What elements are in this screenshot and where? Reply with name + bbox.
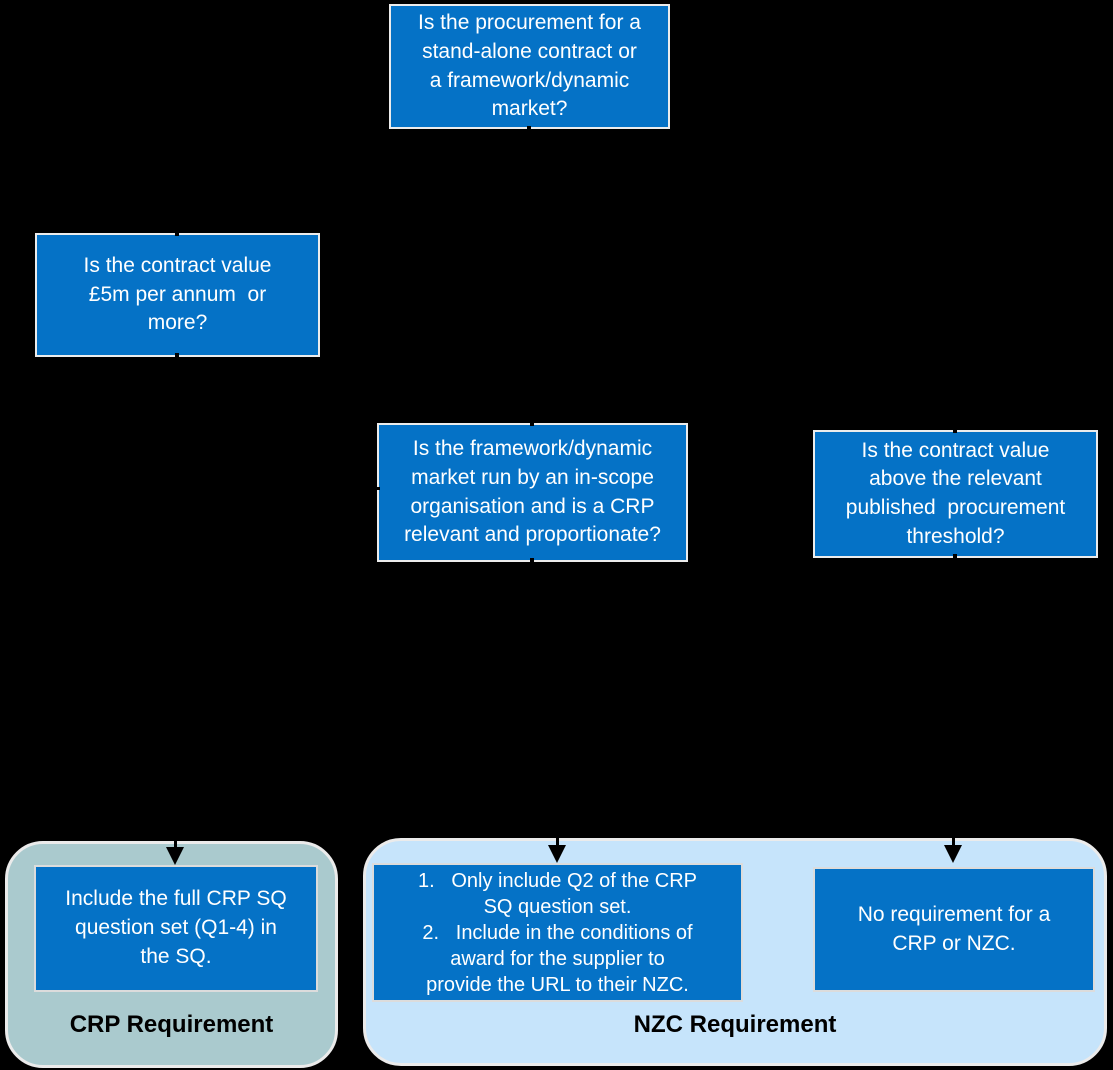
connector-stub <box>175 228 179 236</box>
down-arrow-icon <box>548 845 566 863</box>
node-above-threshold: Is the contract value above the relevant… <box>813 430 1098 558</box>
no-requirement-box: No requirement for a CRP or NZC. <box>813 867 1095 992</box>
connector-stub <box>175 353 179 361</box>
crp-zone-label: CRP Requirement <box>69 1011 274 1038</box>
down-arrow-icon <box>174 808 177 848</box>
connector-stub <box>530 558 534 566</box>
down-arrow-icon <box>952 806 955 846</box>
nzc-action-item: 1. Only include Q2 of the CRP SQ questio… <box>417 869 698 918</box>
nzc-action-item: 2. Include in the conditions of award fo… <box>422 921 693 996</box>
node-framework-in-scope: Is the framework/dynamic market run by a… <box>377 423 688 562</box>
node-procurement-type: Is the procurement for a stand-alone con… <box>389 4 670 129</box>
down-arrow-icon <box>166 847 184 865</box>
node-contract-value-5m: Is the contract value £5m per annum or m… <box>35 233 320 357</box>
connector-stub <box>527 126 531 134</box>
crp-action-box: Include the full CRP SQ question set (Q1… <box>34 865 318 992</box>
connector-stub <box>356 487 380 490</box>
down-arrow-icon <box>556 806 559 846</box>
nzc-action-box: 1. Only include Q2 of the CRP SQ questio… <box>372 863 743 1002</box>
connector-stub <box>953 554 957 562</box>
nzc-zone-label: NZC Requirement <box>633 1011 837 1038</box>
down-arrow-icon <box>944 845 962 863</box>
connector-stub <box>530 418 534 426</box>
connector-stub <box>953 425 957 433</box>
